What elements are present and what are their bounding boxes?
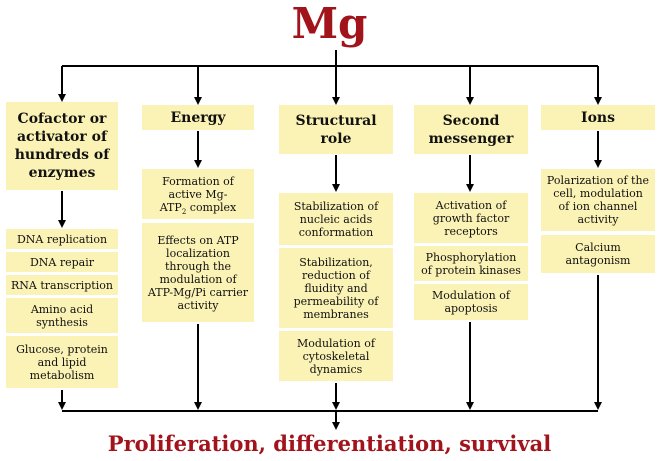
item-text: Stabilization of: [293, 199, 379, 213]
item-text: Glucose, protein: [16, 342, 108, 356]
cofactor-header-box: Cofactor or activator of hundreds of enz…: [6, 102, 118, 190]
second-messenger-header-line: messenger: [428, 130, 514, 147]
energy-item-atp-localization: Effects on ATP localization through the …: [142, 223, 254, 322]
item-text: activity: [177, 298, 219, 312]
structural-header-line: Structural: [295, 112, 377, 129]
item-text: antagonism: [565, 254, 631, 267]
item-text: Calcium: [575, 241, 621, 254]
item-text: modulation of: [159, 272, 237, 286]
cofactor-item-amino-acid-synthesis: Amino acid synthesis: [6, 298, 118, 333]
structural-item-cytoskeleton: Modulation of cytoskeletal dynamics: [279, 331, 393, 381]
item-text: reduction of: [302, 268, 370, 282]
item-text: growth factor: [432, 211, 510, 225]
item-text: Effects on ATP: [157, 233, 239, 247]
item-text: metabolism: [29, 368, 95, 382]
item-text: Modulation of: [297, 336, 375, 350]
diagram-title: Mg: [291, 0, 368, 48]
second-messenger-header-line: Second: [442, 112, 500, 129]
item-text: receptors: [444, 224, 498, 238]
ions-item-polarization: Polarization of the cell, modulation of …: [541, 169, 655, 231]
item-text: fluidity and: [304, 281, 368, 295]
item-text: Phosphorylation: [425, 250, 517, 264]
item-text: through the: [164, 259, 232, 273]
item-text: Activation of: [435, 198, 507, 212]
item-text: synthesis: [36, 315, 88, 329]
structural-header-line: role: [320, 130, 352, 147]
item-text: and lipid: [37, 355, 87, 369]
cofactor-item-rna-transcription: RNA transcription: [6, 275, 118, 295]
cofactor-item-metabolism: Glucose, protein and lipid metabolism: [6, 336, 118, 388]
cofactor-header-line: Cofactor or: [17, 111, 107, 127]
ions-item-calcium-antagonism: Calcium antagonism: [541, 235, 655, 273]
cofactor-item-dna-replication: DNA replication: [6, 229, 118, 249]
item-text: Stabilization,: [299, 255, 373, 269]
structural-item-membranes: Stabilization, reduction of fluidity and…: [279, 248, 393, 328]
energy-header-line: Energy: [170, 109, 226, 126]
cofactor-header-line: hundreds of: [14, 147, 110, 163]
item-text: dynamics: [309, 362, 363, 376]
ions-header-box: Ions: [541, 105, 655, 130]
structural-item-nucleic-acids: Stabilization of nucleic acids conformat…: [279, 193, 393, 245]
item-text: DNA replication: [16, 232, 108, 246]
item-text: Polarization of the: [546, 174, 650, 187]
item-text: of ion channel: [558, 200, 638, 213]
item-text: nucleic acids: [299, 212, 373, 226]
second-messenger-header-box: Second messenger: [414, 105, 528, 154]
item-text: cell, modulation: [553, 187, 643, 200]
item-text: permeability of: [293, 294, 379, 308]
cofactor-header-line: activator of: [16, 129, 107, 145]
ions-header-line: Ions: [581, 109, 615, 126]
item-text: DNA repair: [29, 255, 95, 269]
item-text: Amino acid: [30, 302, 94, 316]
item-text: apoptosis: [444, 302, 498, 315]
item-text: activity: [577, 213, 619, 226]
item-text: ATP-Mg/Pi carrier: [147, 285, 249, 299]
item-text: membranes: [303, 307, 369, 321]
item-text: conformation: [298, 225, 374, 239]
second-messenger-item-apoptosis: Modulation of apoptosis: [414, 284, 528, 320]
cofactor-header-line: enzymes: [28, 165, 96, 181]
item-text: Formation of: [162, 174, 234, 188]
second-messenger-item-growth-factor: Activation of growth factor receptors: [414, 193, 528, 243]
energy-header-box: Energy: [142, 105, 254, 130]
item-text: RNA transcription: [11, 278, 113, 292]
item-text: Modulation of: [432, 289, 510, 302]
item-text: of protein kinases: [421, 263, 521, 277]
item-text: cytoskeletal: [302, 349, 370, 363]
item-text-atp2: ATP2 complex: [159, 200, 237, 216]
diagram-outcome-label: Proliferation, differentiation, survival: [107, 431, 552, 456]
energy-item-mg-atp-complex: Formation of active Mg- ATP2 complex: [142, 169, 254, 219]
second-messenger-item-protein-kinases: Phosphorylation of protein kinases: [414, 246, 528, 281]
cofactor-item-dna-repair: DNA repair: [6, 252, 118, 272]
structural-role-header-box: Structural role: [279, 105, 393, 154]
item-text: localization: [166, 246, 230, 260]
item-text: active Mg-: [168, 187, 228, 201]
